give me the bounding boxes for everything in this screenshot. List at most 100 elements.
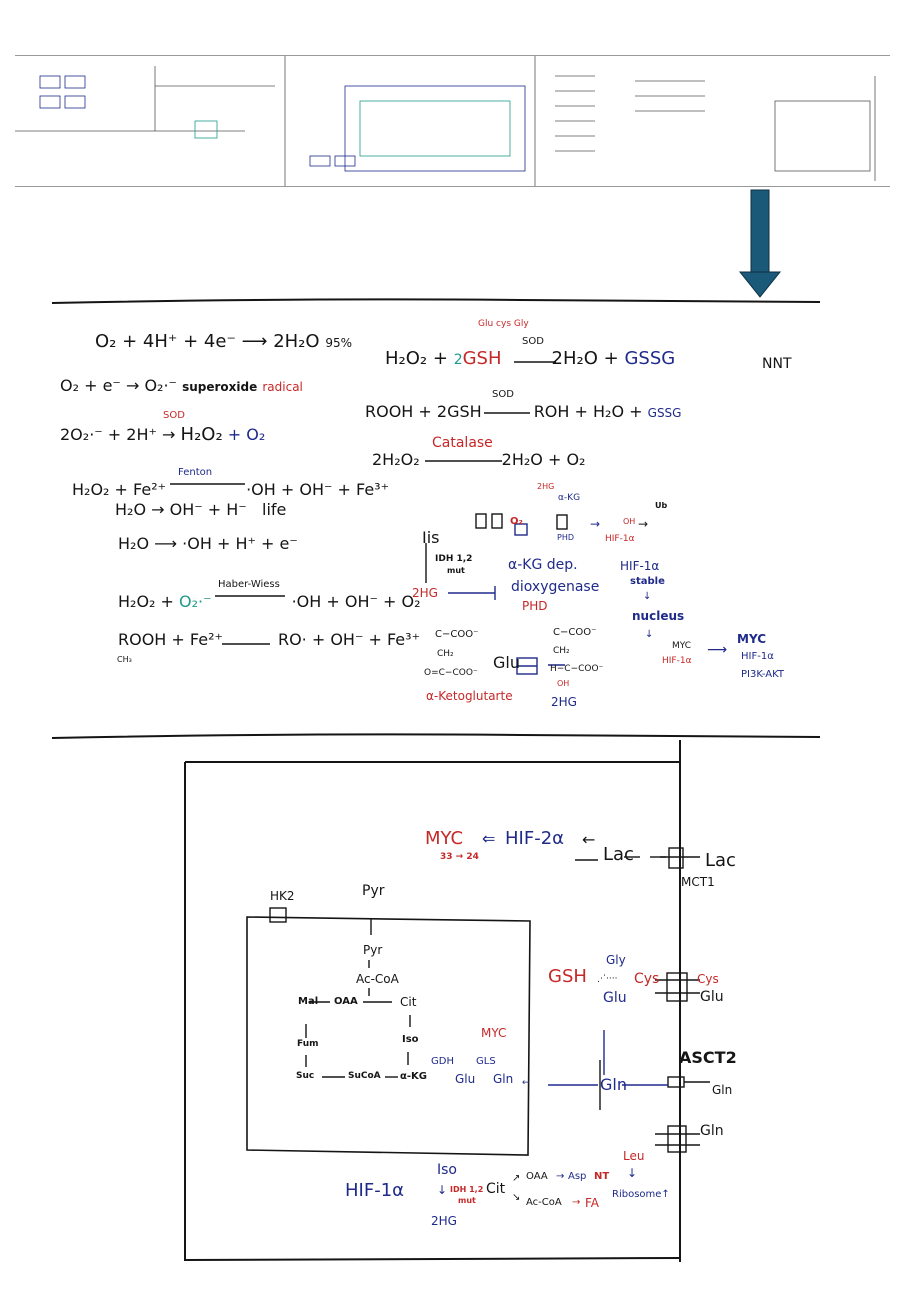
acetyl-coa-cyto: Ac-CoA <box>526 1197 562 1208</box>
pyruvate-in: Pyr <box>363 943 383 957</box>
eq-right: ·OH + OH⁻ + Fe³⁺ <box>246 480 390 499</box>
target-myc: MYC <box>737 632 767 646</box>
fenton-label: Fenton <box>178 467 213 478</box>
acetyl-coa: Ac-CoA <box>356 972 399 986</box>
arrow-right-icon: → <box>590 517 601 531</box>
glutathione: GSH <box>548 966 587 987</box>
mct1-label: MCT1 <box>681 875 715 889</box>
eq-right: 2H₂O + O₂ <box>501 450 586 469</box>
thumbnail-sketch-icon <box>15 56 876 186</box>
arrow-left-icon: ← <box>582 830 596 849</box>
haber-weiss-label: Haber-Wiess <box>218 579 280 590</box>
fumarate: Fum <box>297 1039 319 1049</box>
idh-label: IDH 1,2 <box>435 554 473 564</box>
hif-small: HIF-1α <box>662 656 692 666</box>
nucleotide-label: NT <box>594 1171 610 1182</box>
arrow-right-icon: ⟶ <box>707 642 728 658</box>
ros-eq-water: H₂O → OH⁻ + H⁻ life <box>115 502 286 518</box>
lactate-in: Lac <box>603 844 634 865</box>
myc-top: MYC <box>425 828 464 849</box>
phd-label: PHD <box>522 599 548 613</box>
ros-eq-haber-weiss: H₂O₂ + O₂·⁻·OH + OH⁻ + O₂ <box>118 594 421 610</box>
down-arrow-icon <box>738 189 782 298</box>
equation-text: O₂ + e⁻ → O₂·⁻ <box>60 376 177 395</box>
2hg-cyto: 2HG <box>431 1214 457 1228</box>
2hg-name: 2HG <box>551 695 577 709</box>
asct2-label: ASCT2 <box>679 1048 737 1067</box>
percent-label: 95% <box>325 336 352 350</box>
hif-degraded: HIF-1α <box>605 534 635 544</box>
eq-right: ·OH + OH⁻ + O₂ <box>291 592 421 611</box>
glutamine-mito: Gln <box>493 1072 514 1086</box>
ch3-note: CH₃ <box>117 655 132 664</box>
arrow-down-icon: ↓ <box>627 1166 638 1180</box>
eq-right: H₂O₂ <box>180 424 223 445</box>
cysteine-in: Cys <box>634 971 660 987</box>
arrow-down-icon: ↓ <box>437 1183 448 1197</box>
citrate-cyto: Cit <box>486 1181 506 1197</box>
gls-label: GLS <box>476 1056 496 1067</box>
dotted-arrow-icon: ⋰···· <box>597 974 618 984</box>
eq-right: RO· + OH⁻ + Fe³⁺ <box>277 630 421 649</box>
glu-label: Glu <box>493 653 520 672</box>
mut-label: mut <box>458 1196 476 1205</box>
equation-text: O₂ + 4H⁺ + 4e⁻ ⟶ 2H₂O <box>95 331 320 352</box>
eq-left: H₂O₂ + <box>385 348 448 369</box>
citrate: Cit <box>400 995 417 1009</box>
akg-name: α-Ketoglutarte <box>426 689 513 703</box>
eq-left: H₂O₂ + <box>118 592 174 611</box>
eq-right: 2H₂O + <box>551 348 619 369</box>
oxaloacetate: OAA <box>334 996 358 1007</box>
lactate-out: Lac <box>705 850 736 871</box>
glutamate-out: Glu <box>700 989 724 1005</box>
overview-thumbnail-strip <box>15 55 890 187</box>
ros-eq-fenton: H₂O₂ + Fe²⁺·OH + OH⁻ + Fe³⁺ <box>72 482 389 498</box>
2hg-structure: OH <box>557 679 570 688</box>
hk2-label: HK2 <box>270 889 295 903</box>
cysteine-out: Cys <box>697 972 719 986</box>
gsh: GSH <box>462 348 502 369</box>
ribosome: Ribosome↑ <box>612 1189 670 1200</box>
eq-left: 2O₂·⁻ + 2H⁺ <box>60 425 157 444</box>
hif1a: HIF-1α <box>345 1180 405 1201</box>
2hg-structure: H−C−COO⁻ <box>550 664 604 674</box>
akg-small: α-KG <box>558 493 581 503</box>
alpha-ketoglutarate: α-KG <box>400 1071 427 1082</box>
arrow-right-icon: → <box>556 1171 565 1182</box>
coefficient: 2 <box>453 352 463 368</box>
succinate: Suc <box>296 1071 315 1081</box>
2hg-label: 2HG <box>412 586 438 600</box>
phd-small: PHD <box>557 533 574 542</box>
succinyl-coa: SuCoA <box>348 1071 381 1081</box>
catalase-eq: 2H₂O₂ 2H₂O + O₂ <box>372 452 585 468</box>
eq-left: 2H₂O₂ <box>372 450 420 469</box>
stable-label: stable <box>630 576 665 587</box>
glycine: Gly <box>606 953 626 967</box>
akg-structure: O=C−COO⁻ <box>424 668 478 678</box>
gsh-components: Glu cys Gly <box>478 319 529 329</box>
leucine: Leu <box>623 1149 645 1163</box>
arrow-down-icon: ↓ <box>645 629 654 640</box>
glutamine-antiport: Gln <box>700 1123 724 1139</box>
akg-structure: C−COO⁻ <box>435 629 479 640</box>
idh-label: IDH 1,2 <box>450 1185 484 1194</box>
glutamate-cyto: Glu <box>603 990 627 1006</box>
hif2a: HIF-2α <box>505 828 565 849</box>
myc-gls: MYC <box>481 1026 507 1040</box>
2hg-structure: CH₂ <box>553 646 570 656</box>
eq-left: ROOH + Fe²⁺ <box>118 630 223 649</box>
pyruvate-out: Pyr <box>362 883 385 899</box>
double-arrow-left-icon: ⇐ <box>482 829 496 848</box>
myc-small: MYC <box>672 641 692 651</box>
oh-small: OH <box>623 517 636 526</box>
enzyme-sod: SOD <box>492 389 514 400</box>
nnt-label: NNT <box>762 356 792 372</box>
arrow-down-icon: ↓ <box>643 591 652 602</box>
o2-small: O₂ <box>510 516 523 527</box>
note: superoxide <box>182 380 258 394</box>
gssg: GSSG <box>624 348 676 369</box>
eq-right: ROH + H₂O + <box>533 402 643 421</box>
isocitrate: Iis <box>422 528 440 547</box>
